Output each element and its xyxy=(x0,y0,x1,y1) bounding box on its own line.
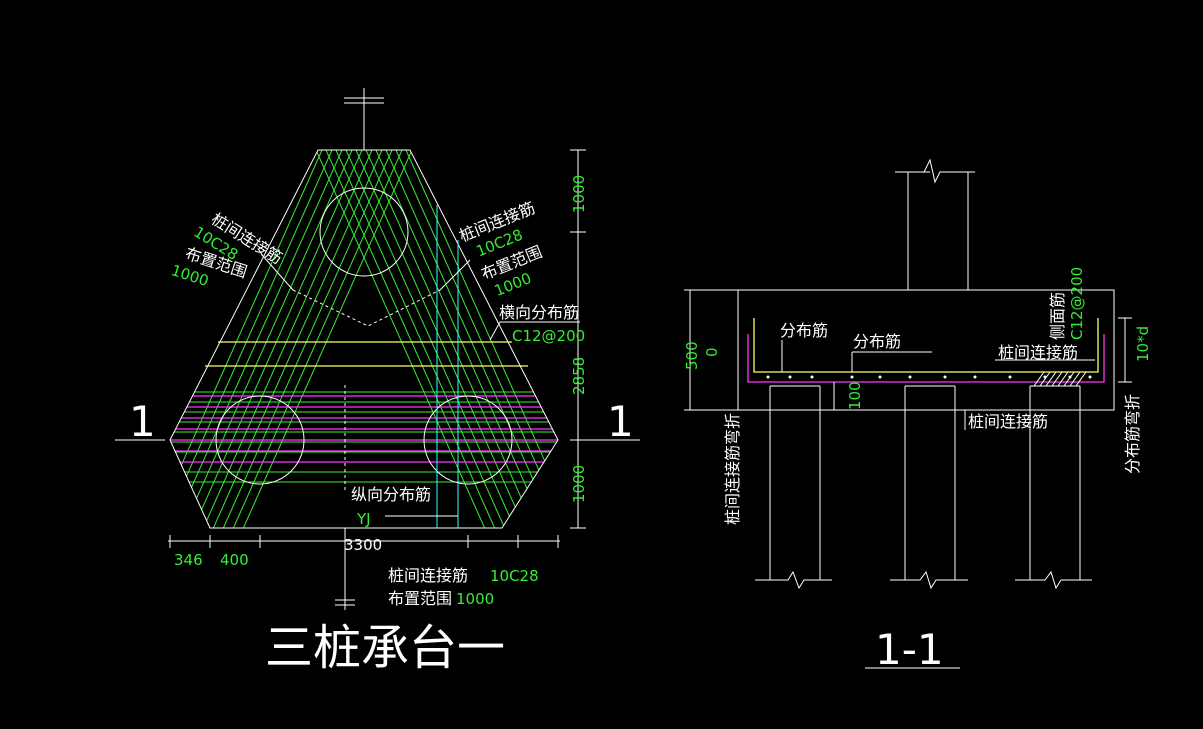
pile-left xyxy=(215,395,305,485)
bottom-label-spec: 10C28 xyxy=(490,567,539,585)
bend-label-right: 分布筋弯折 xyxy=(1123,394,1142,474)
longitudinal-label: 纵向分布筋 xyxy=(351,485,431,504)
dim-h-edge: 346 xyxy=(174,551,203,569)
dist-bar-label-2: 分布筋 xyxy=(853,332,901,351)
section-title: 1-1 xyxy=(875,625,944,674)
horizontal-dimension: 346 400 3300 xyxy=(168,535,560,569)
section-mark-right: 1 xyxy=(607,397,634,446)
dim-h-offset: 400 xyxy=(220,551,249,569)
pile-right xyxy=(423,395,513,485)
plan-view: 1 1 1000 2858 1000 346 400 3300 xyxy=(115,88,640,676)
dim-bottom: 100 xyxy=(846,381,864,410)
transverse-label: 横向分布筋 xyxy=(499,303,579,322)
cap-section-outline xyxy=(737,289,1115,411)
bottom-label-range-label: 布置范围 xyxy=(388,589,452,608)
rebar-dots xyxy=(766,375,1092,379)
dim-height: 500 xyxy=(683,341,701,370)
side-bar-spec: C12@200 xyxy=(1068,267,1086,340)
bottom-label-range: 1000 xyxy=(456,590,494,608)
section-view: 500 0 100 10*d 分布筋 分布筋 桩间连接筋 桩间连接筋 侧面筋 C… xyxy=(683,158,1152,674)
section-dimensions: 500 0 100 10*d xyxy=(683,289,1152,411)
hatch-marks xyxy=(1033,371,1087,387)
dim-v-bottom: 1000 xyxy=(570,465,588,503)
side-bar-label: 侧面筋 xyxy=(1048,292,1067,340)
range-marker xyxy=(292,289,441,327)
piles-section xyxy=(755,385,1092,590)
dim-v-middle: 2858 xyxy=(570,357,588,395)
dim-height-suffix: 0 xyxy=(703,347,721,357)
dim-v-top: 1000 xyxy=(570,175,588,213)
longitudinal-dist-bars xyxy=(170,395,558,463)
section-mark-left: 1 xyxy=(129,397,156,446)
column xyxy=(907,171,930,290)
dist-bar-label: 分布筋 xyxy=(780,321,828,340)
dist-bar-section xyxy=(753,318,1099,373)
bottom-label-name: 桩间连接筋 xyxy=(388,566,468,585)
longitudinal-spec: YJ xyxy=(356,510,371,528)
bend-label-left: 桩间连接筋弯折 xyxy=(723,413,742,525)
pile-top xyxy=(319,187,409,277)
connect-label-bottom: 桩间连接筋 xyxy=(968,412,1048,431)
connect-bar-section xyxy=(747,334,1105,383)
plan-title: 三桩承台一 xyxy=(265,620,505,676)
dim-side: 10*d xyxy=(1134,326,1152,362)
dim-h-total: 3300 xyxy=(344,536,382,554)
connect-label-section: 桩间连接筋 xyxy=(998,343,1078,362)
vertical-dimension: 1000 2858 1000 xyxy=(570,149,588,529)
cap-outline xyxy=(169,149,559,529)
transverse-spec: C12@200 xyxy=(512,327,585,345)
